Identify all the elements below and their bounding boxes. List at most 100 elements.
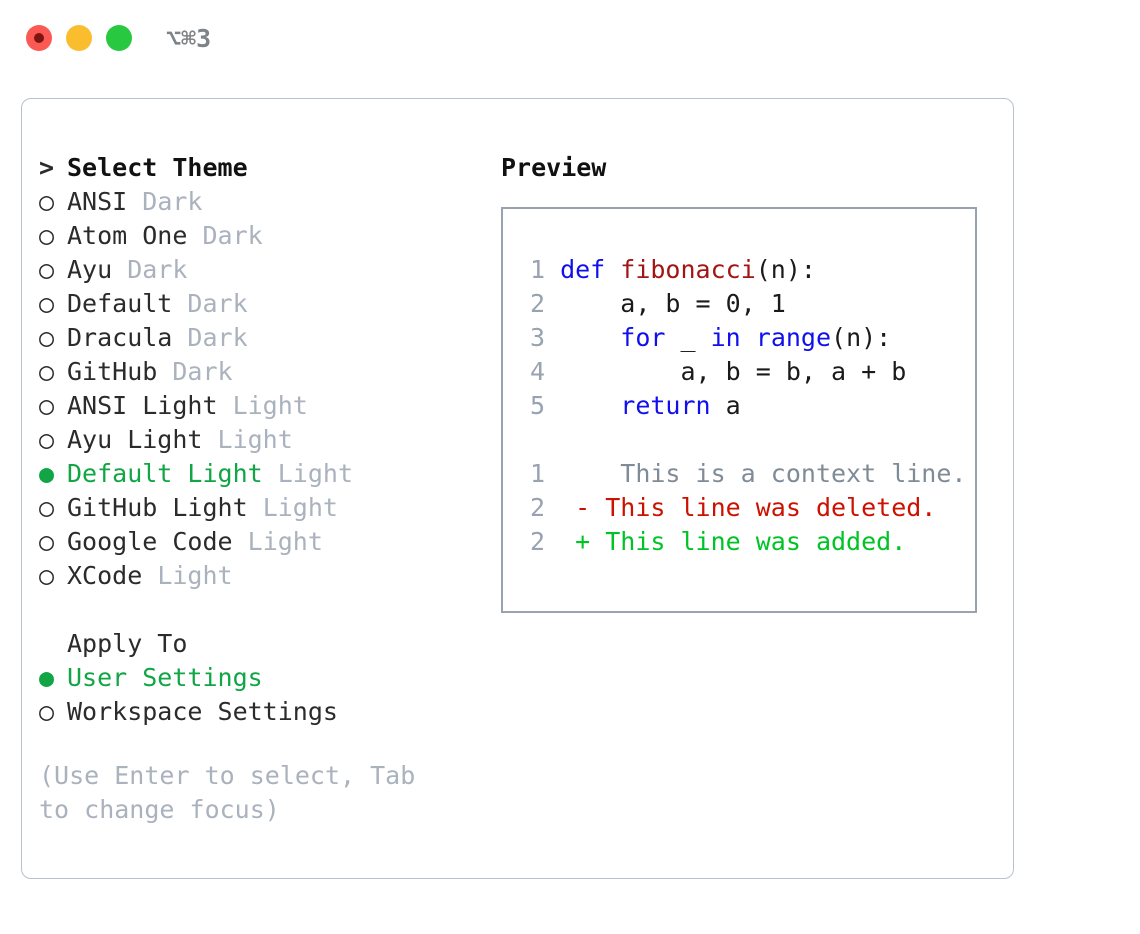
code-line: 2 a, b = 0, 1 xyxy=(515,287,969,321)
diff-lines: 1 This is a context line.2 - This line w… xyxy=(515,457,969,559)
gutter-space xyxy=(545,289,560,318)
radio-unselected-icon[interactable]: ○ xyxy=(39,221,55,250)
apply-to-list: ● User Settings ○ Workspace Settings xyxy=(39,661,489,729)
code-token: fibonacci xyxy=(620,255,756,284)
theme-list-item[interactable]: ○Ayu Light Light xyxy=(39,423,489,457)
space xyxy=(248,493,263,522)
no-marker-icon: ○ xyxy=(39,627,67,661)
radio-unselected-icon[interactable]: ○ xyxy=(39,391,55,420)
theme-name: Default xyxy=(67,289,173,318)
space xyxy=(233,527,248,556)
radio-unselected-icon[interactable]: ○ xyxy=(39,255,55,284)
theme-name: Default Light xyxy=(67,459,263,488)
theme-list-item[interactable]: ○Ayu Dark xyxy=(39,253,489,287)
diff-text: This is a context line. xyxy=(590,459,967,488)
theme-name: XCode xyxy=(67,561,143,590)
theme-list-item[interactable]: ○GitHub Dark xyxy=(39,355,489,389)
apply-to-option[interactable]: ○ Workspace Settings xyxy=(39,695,489,729)
code-token: return xyxy=(620,391,711,420)
diff-line-number: 2 xyxy=(529,493,545,522)
code-token xyxy=(605,255,620,284)
theme-name: Atom One xyxy=(67,221,188,250)
keyboard-hint: (Use Enter to select, Tab to change focu… xyxy=(39,761,431,824)
radio-unselected-icon[interactable]: ○ xyxy=(39,187,55,216)
radio-unselected-icon[interactable]: ○ xyxy=(39,289,55,318)
radio-selected-icon[interactable]: ● xyxy=(39,663,55,692)
apply-to-option[interactable]: ● User Settings xyxy=(39,661,489,695)
theme-name: ANSI xyxy=(67,187,128,216)
theme-name: Google Code xyxy=(67,527,233,556)
code-token: _ xyxy=(665,323,711,352)
gutter-space xyxy=(545,357,560,386)
theme-name: ANSI Light xyxy=(67,391,218,420)
radio-unselected-icon[interactable]: ○ xyxy=(39,323,55,352)
theme-list-item[interactable]: ●Default Light Light xyxy=(39,457,489,491)
theme-list-item[interactable]: ○XCode Light xyxy=(39,559,489,593)
apply-to-label: Apply To xyxy=(67,629,188,658)
keyboard-shortcut-label: ⌥⌘3 xyxy=(166,24,212,53)
diff-line: 1 This is a context line. xyxy=(515,457,969,491)
theme-category-tag: Dark xyxy=(187,323,248,352)
radio-unselected-icon[interactable]: ○ xyxy=(39,357,55,386)
code-line: 1 def fibonacci(n): xyxy=(515,253,969,287)
theme-category-tag: Light xyxy=(247,527,323,556)
preview-title: Preview xyxy=(501,153,607,182)
apply-to-label-row: ○Apply To xyxy=(39,627,489,661)
line-number: 4 xyxy=(529,357,545,386)
theme-picker-header: >Select Theme xyxy=(39,151,489,185)
code-token: a xyxy=(710,391,741,420)
theme-category-tag: Dark xyxy=(202,221,263,250)
diff-sign xyxy=(575,459,590,488)
theme-name: Ayu xyxy=(67,255,113,284)
radio-selected-icon[interactable]: ● xyxy=(39,459,55,488)
line-number: 2 xyxy=(529,289,545,318)
theme-picker-column: >Select Theme ○ANSI Dark○Atom One Dark○A… xyxy=(39,151,489,827)
code-token xyxy=(560,323,620,352)
theme-list-item[interactable]: ○Default Dark xyxy=(39,287,489,321)
line-number: 3 xyxy=(529,323,545,352)
diff-sign: + xyxy=(575,527,591,556)
close-button-icon[interactable] xyxy=(26,25,52,51)
code-token: (n): xyxy=(831,323,892,352)
theme-list-item[interactable]: ○GitHub Light Light xyxy=(39,491,489,525)
theme-list-item[interactable]: ○ Google Code Light xyxy=(39,525,489,559)
theme-category-tag: Dark xyxy=(142,187,203,216)
spacer xyxy=(39,593,489,627)
apply-to-option-label: User Settings xyxy=(67,663,263,692)
space xyxy=(187,221,202,250)
space xyxy=(112,255,127,284)
zoom-button-icon[interactable] xyxy=(106,25,132,51)
radio-unselected-icon[interactable]: ○ xyxy=(39,527,55,556)
theme-list-item[interactable]: ○ ANSI Dark xyxy=(39,185,489,219)
code-token: (n): xyxy=(755,255,816,284)
code-blank-line xyxy=(515,423,969,457)
theme-list-item[interactable]: ○Dracula Dark xyxy=(39,321,489,355)
code-token: def xyxy=(560,255,606,284)
theme-list-item[interactable]: ○ ANSI Light Light xyxy=(39,389,489,423)
space xyxy=(172,323,187,352)
gutter-space xyxy=(545,323,560,352)
code-token: a, b = 0, 1 xyxy=(560,289,786,318)
title-bar: ⌥⌘3 xyxy=(0,0,1140,78)
theme-category-tag: Light xyxy=(232,391,308,420)
space xyxy=(142,561,157,590)
minimize-button-icon[interactable] xyxy=(66,25,92,51)
theme-category-tag: Light xyxy=(262,493,338,522)
radio-unselected-icon[interactable]: ○ xyxy=(39,425,55,454)
code-token: range xyxy=(755,323,832,352)
theme-name: Ayu Light xyxy=(67,425,203,454)
theme-name: GitHub xyxy=(67,357,158,386)
apply-to-option-label: Workspace Settings xyxy=(67,697,338,726)
line-number: 5 xyxy=(529,391,545,420)
theme-list: ○ ANSI Dark ○ Atom One Dark ○ Ayu Dark ○ Defaul… xyxy=(39,185,489,593)
code-line: 4 a, b = b, a + b xyxy=(515,355,969,389)
gutter-space xyxy=(545,391,560,420)
theme-list-item[interactable]: ○ Atom One Dark xyxy=(39,219,489,253)
radio-unselected-icon[interactable]: ○ xyxy=(39,561,55,590)
diff-line-number: 2 xyxy=(529,527,545,556)
radio-unselected-icon[interactable]: ○ xyxy=(39,493,55,522)
radio-unselected-icon[interactable]: ○ xyxy=(39,697,55,726)
main-panel: >Select Theme ○ANSI Dark○Atom One Dark○A… xyxy=(21,98,1014,879)
